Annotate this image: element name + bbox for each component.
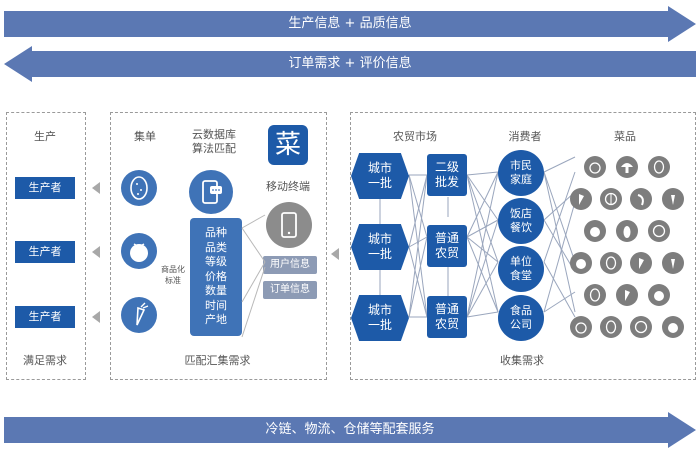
tomato-icon [662, 316, 684, 338]
flow-arrow-left [92, 311, 100, 323]
market-network-lines [379, 156, 576, 318]
database-phone-icon [189, 170, 233, 214]
tomato-icon [121, 233, 157, 269]
matching-criteria-box: 品种 品类 等级 价格 数量 时间 产地 [190, 218, 242, 336]
lettuce-icon [648, 220, 670, 242]
app-logo: 菜 [268, 125, 308, 165]
flow-arrow-left [92, 182, 100, 194]
common-market-1: 普通 农贸 [427, 225, 467, 267]
user-info-tag: 用户信息 [263, 256, 317, 274]
garlic-icon [584, 220, 606, 242]
production-info-arrow: 生产信息 + 品质信息 [0, 6, 700, 42]
producer-2: 生产者 [15, 241, 75, 263]
mobile-phone-icon [266, 202, 312, 248]
onion-icon [570, 316, 592, 338]
cabbage-icon [600, 188, 622, 210]
consumer-food-company: 食品 公司 [498, 295, 544, 341]
production-panel [6, 112, 86, 380]
order-info-arrow: 订单需求 + 评价信息 [0, 46, 700, 82]
carrot-icon [121, 297, 157, 333]
consumer-title: 消费者 [508, 130, 542, 143]
order-info-label: 订单需求 + 评价信息 [288, 56, 412, 71]
eggplant-icon [616, 220, 638, 242]
producer-3: 生产者 [15, 306, 75, 328]
potato-icon [600, 316, 622, 338]
vegetables-title: 菜品 [614, 130, 636, 143]
secondary-wholesale: 二级 批发 [427, 154, 467, 196]
city-wholesale-2: 城市 一批 [351, 224, 409, 270]
lettuce-icon [630, 316, 652, 338]
production-title: 生产 [34, 130, 56, 143]
market-footer: 收集需求 [500, 354, 544, 367]
middle-connectors [241, 214, 266, 338]
mushroom-icon [616, 156, 638, 178]
matching-footer: 匹配汇集需求 [184, 354, 251, 367]
consumer-household: 市民 家庭 [498, 150, 544, 196]
tomato-icon [648, 284, 670, 306]
services-arrow: 冷链、物流、仓储等配套服务 [0, 412, 700, 448]
potato-icon [584, 284, 606, 306]
vegetable-grid [570, 150, 690, 340]
aggregate-title: 集单 [134, 130, 156, 143]
flow-arrow-left [331, 248, 339, 260]
cloud-match-title: 云数据库 算法匹配 [192, 128, 236, 155]
mobile-terminal-label: 移动终端 [266, 180, 310, 193]
commodity-standard-note: 商品化 标准 [161, 265, 185, 285]
carrot-icon [616, 284, 638, 306]
consumer-canteen: 单位 食堂 [498, 246, 544, 292]
production-info-label: 生产信息 + 品质信息 [288, 16, 412, 31]
consumer-restaurant: 饭店 餐饮 [498, 198, 544, 244]
city-wholesale-3: 城市 一批 [351, 295, 409, 341]
onion-icon [584, 156, 606, 178]
potato-icon [648, 156, 670, 178]
flow-arrow-left [92, 246, 100, 258]
services-label: 冷链、物流、仓储等配套服务 [265, 422, 435, 437]
radish-icon [662, 252, 684, 274]
potato-icon [600, 252, 622, 274]
order-info-tag: 订单信息 [263, 281, 317, 299]
pepper-icon [630, 188, 652, 210]
radish-icon [662, 188, 684, 210]
producer-1: 生产者 [15, 177, 75, 199]
matching-panel [110, 112, 327, 380]
production-footer: 满足需求 [23, 354, 67, 367]
common-market-2: 普通 农贸 [427, 296, 467, 338]
criteria-list: 品种 品类 等级 价格 数量 时间 产地 [205, 226, 227, 326]
carrot-icon [630, 252, 652, 274]
city-wholesale-1: 城市 一批 [351, 153, 409, 199]
carrot-icon [570, 188, 592, 210]
market-panel [350, 112, 696, 380]
potato-icon [121, 170, 157, 206]
tomato-icon [570, 252, 592, 274]
market-title: 农贸市场 [393, 130, 437, 143]
